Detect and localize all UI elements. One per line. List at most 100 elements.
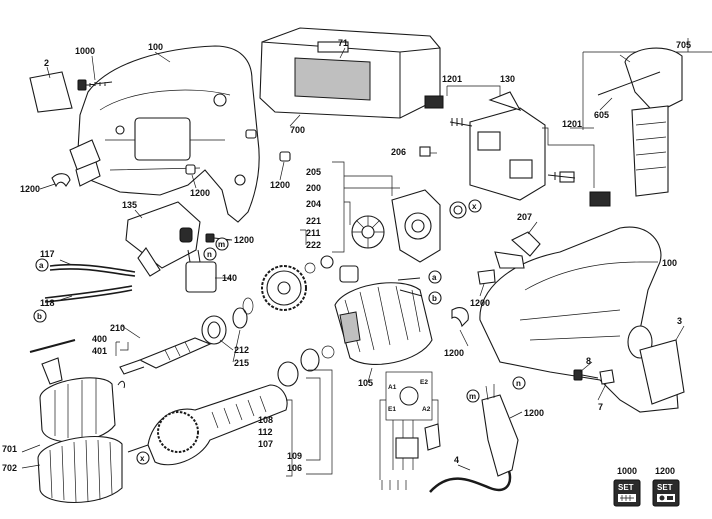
wiring-diagram: A1 E2 E1 A2	[379, 371, 441, 490]
legend-set-text-1000: SET	[618, 483, 634, 492]
label-106: 106	[287, 463, 302, 473]
clip-1200-a	[51, 173, 71, 188]
label-705: 705	[676, 40, 691, 50]
housing-right-half	[479, 226, 685, 413]
chuck-702	[37, 436, 123, 503]
chuck-key	[29, 339, 76, 385]
field-stator-105	[334, 277, 433, 365]
label-1200-mid: 1200	[190, 188, 210, 198]
chuck-701	[39, 377, 116, 443]
label-2: 2	[44, 58, 49, 68]
label-222: 222	[306, 240, 321, 250]
label-117: 117	[40, 249, 55, 259]
nut-7	[599, 369, 615, 385]
svg-text:m: m	[218, 240, 225, 249]
label-206: 206	[391, 147, 406, 157]
pin-1200-e	[477, 269, 496, 285]
washer-222	[320, 255, 334, 269]
washer-106	[321, 345, 335, 359]
armature-107	[127, 384, 288, 466]
legend-label-1000: 1000	[617, 466, 637, 476]
label-401: 401	[92, 346, 107, 356]
tag-206	[419, 146, 431, 157]
label-701: 701	[2, 444, 17, 454]
marker-n-switch: n	[203, 247, 217, 261]
label-130: 130	[500, 74, 515, 84]
label-204: 204	[306, 199, 321, 209]
gear-housing-200	[391, 189, 467, 263]
washer-215	[232, 307, 248, 329]
bearing-109	[300, 348, 320, 372]
gear-211	[261, 265, 307, 311]
marker-a-left: a	[35, 258, 49, 272]
svg-text:a: a	[39, 261, 44, 270]
marker-n-cable: n	[512, 376, 526, 390]
label-135: 135	[122, 200, 137, 210]
label-1200-clip: 1200	[444, 348, 464, 358]
circlip-221	[304, 262, 316, 274]
legend-set-1000: 1000 SET	[613, 466, 641, 507]
label-sticker-2	[29, 71, 73, 113]
label-215: 215	[234, 358, 249, 368]
brush-cap-207	[494, 231, 541, 269]
marker-a-right: a	[428, 270, 442, 284]
label-140: 140	[222, 273, 237, 283]
wire-label-a2: A2	[422, 406, 431, 413]
fan-204	[351, 215, 385, 249]
label-8: 8	[586, 356, 591, 366]
brush-holder-130	[424, 91, 611, 207]
wire-label-e2: E2	[420, 379, 428, 386]
housing-left-half	[69, 45, 260, 223]
label-1200-pin: 1200	[470, 298, 490, 308]
svg-text:x: x	[140, 454, 145, 463]
label-205: 205	[306, 167, 321, 177]
label-200: 200	[306, 183, 321, 193]
label-211: 211	[306, 228, 321, 238]
wire-label-a1: A1	[388, 384, 397, 391]
label-605: 605	[594, 110, 609, 120]
pin-1200-b	[185, 164, 196, 175]
marker-m-cable: m	[466, 389, 480, 403]
label-100-top: 100	[148, 42, 163, 52]
label-210: 210	[110, 323, 125, 333]
label-109: 109	[287, 451, 302, 461]
svg-text:a: a	[432, 273, 437, 282]
clip-1200-f	[451, 307, 469, 328]
wire-117	[49, 263, 136, 277]
label-1200-left: 1200	[20, 184, 40, 194]
screw-8	[573, 369, 599, 381]
svg-text:m: m	[469, 392, 476, 401]
label-221: 221	[306, 216, 321, 226]
label-1000: 1000	[75, 46, 95, 56]
bearing-108	[277, 361, 299, 387]
spindle-210	[119, 337, 212, 375]
capacitor-140	[185, 249, 217, 293]
pin-1200-c	[279, 151, 291, 162]
legend-set-1200: 1200 SET	[652, 466, 680, 507]
label-1200-case: 1200	[270, 180, 290, 190]
marker-x-gear: x	[468, 199, 482, 213]
label-3: 3	[677, 316, 682, 326]
label-100-right: 100	[662, 258, 677, 268]
part-labels: 100 1000 2 1200 1200 1200 71 700 1201 13…	[2, 38, 691, 473]
carry-case-700	[259, 27, 441, 119]
wire-118	[44, 285, 133, 303]
label-118: 118	[40, 298, 55, 308]
label-212: 212	[234, 345, 249, 355]
svg-text:n: n	[207, 250, 212, 259]
svg-text:b: b	[37, 312, 42, 321]
label-1200-cable: 1200	[524, 408, 544, 418]
bearing-212	[201, 315, 227, 345]
marker-x-armature: x	[136, 451, 150, 465]
marker-m-switch: m	[215, 237, 229, 251]
label-105: 105	[358, 378, 373, 388]
marker-b-left: b	[33, 309, 47, 323]
label-7: 7	[598, 402, 603, 412]
screw-1000	[77, 79, 113, 91]
svg-text:b: b	[432, 294, 437, 303]
marker-b-right: b	[428, 291, 442, 305]
label-1201-top: 1201	[442, 74, 462, 84]
leader-lines	[21, 47, 685, 471]
side-handle-705	[582, 38, 712, 197]
